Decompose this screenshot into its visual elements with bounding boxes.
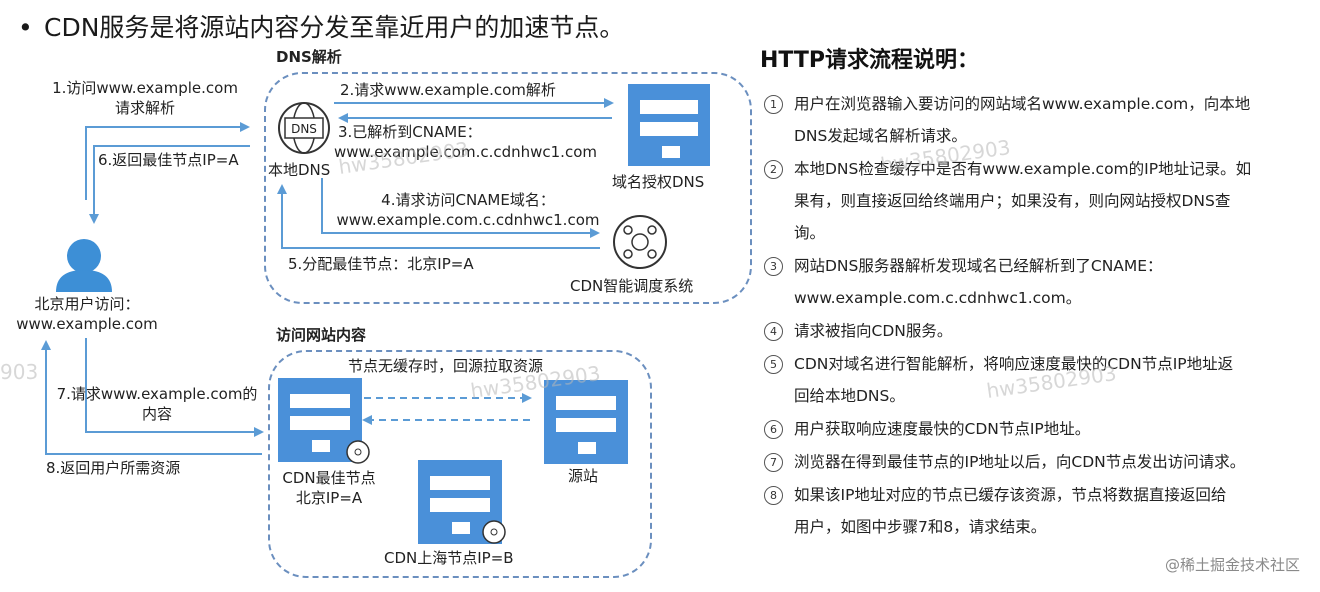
headline-text: CDN服务是将源站内容分发至靠近用户的加速节点。	[44, 13, 625, 42]
auth-dns-server-icon	[628, 84, 710, 166]
step-number: 4	[764, 322, 783, 341]
step-number: 7	[764, 453, 783, 472]
user-label: 北京用户访问： www.example.com	[16, 295, 158, 333]
auth-dns-label: 域名授权DNS	[612, 173, 705, 191]
arrow-step5	[277, 184, 600, 249]
dns-globe-icon: DNS	[278, 102, 330, 154]
step-item-2: 2 本地DNS检查缓存中是否有www.example.com的IP地址记录。如 …	[764, 153, 1304, 249]
step-item-4: 4 请求被指向CDN服务。	[764, 315, 1304, 347]
arrow-step7	[85, 338, 264, 437]
cdn-scheduler-icon	[613, 215, 667, 269]
step4-label: 4.请求访问CNAME域名： www.example.com.c.cdnhwc1…	[336, 191, 600, 229]
step3-label: 3.已解析到CNAME： www.example.com.c.cdnhwc1.c…	[334, 123, 597, 161]
steps-list: 1 用户在浏览器输入要访问的网站域名www.example.com，向本地 DN…	[764, 88, 1304, 544]
step-number: 8	[764, 486, 783, 505]
bullet: •	[18, 13, 33, 42]
step-item-8: 8 如果该IP地址对应的节点已缓存该资源，节点将数据直接返回给 用户，如图中步骤…	[764, 479, 1304, 543]
step7-label: 7.请求www.example.com的 内容	[56, 385, 258, 423]
step-item-7: 7 浏览器在得到最佳节点的IP地址以后，向CDN节点发出访问请求。	[764, 446, 1304, 478]
origin-server-icon	[544, 380, 628, 464]
step1-label: 1.访问www.example.com 请求解析	[52, 79, 238, 117]
visit-section-title: 访问网站内容	[276, 326, 367, 344]
step-item-1: 1 用户在浏览器输入要访问的网站域名www.example.com，向本地 DN…	[764, 88, 1304, 152]
dns-icon-label: DNS	[291, 122, 317, 136]
footer-credit: @稀土掘金技术社区	[1164, 556, 1300, 574]
step8-label: 8.返回用户所需资源	[46, 459, 181, 477]
user-icon	[56, 239, 112, 292]
cdn-best-server-icon	[278, 378, 370, 464]
visit-section-box	[268, 350, 652, 578]
cdn-scheduler-label: CDN智能调度系统	[570, 277, 694, 295]
cdn-shanghai-server-icon	[418, 460, 506, 544]
local-dns-label: 本地DNS	[268, 161, 331, 179]
cdn-best-label: CDN最佳节点 北京IP=A	[282, 469, 376, 507]
step-item-6: 6 用户获取响应速度最快的CDN节点IP地址。	[764, 413, 1304, 445]
arrow-step4	[321, 178, 600, 238]
step-number: 5	[764, 355, 783, 374]
watermark: 903	[0, 360, 39, 384]
step5-label: 5.分配最佳节点：北京IP=A	[288, 255, 474, 273]
cdn-shanghai-label: CDN上海节点IP=B	[384, 549, 514, 567]
headline: • CDN服务是将源站内容分发至靠近用户的加速节点。	[18, 8, 624, 44]
arrow-step1	[85, 122, 250, 200]
step-item-3: 3 网站DNS服务器解析发现域名已经解析到了CNAME： www.example…	[764, 250, 1304, 314]
right-title: HTTP请求流程说明：	[760, 48, 980, 73]
step2-label: 2.请求www.example.com解析	[340, 81, 556, 99]
step-item-5: 5 CDN对域名进行智能解析，将响应速度最快的CDN节点IP地址返 回给本地DN…	[764, 348, 1304, 412]
arrow-step6	[89, 145, 250, 224]
no-cache-label: 节点无缓存时，回源拉取资源	[348, 357, 544, 375]
step-number: 3	[764, 257, 783, 276]
step-number: 1	[764, 95, 783, 114]
step6-label: 6.返回最佳节点IP=A	[98, 151, 239, 169]
dns-section-box	[264, 72, 752, 304]
dns-section-title: DNS解析	[276, 48, 342, 66]
step-number: 2	[764, 160, 783, 179]
origin-label: 源站	[568, 467, 599, 485]
step-number: 6	[764, 420, 783, 439]
arrow-step8	[41, 340, 262, 455]
